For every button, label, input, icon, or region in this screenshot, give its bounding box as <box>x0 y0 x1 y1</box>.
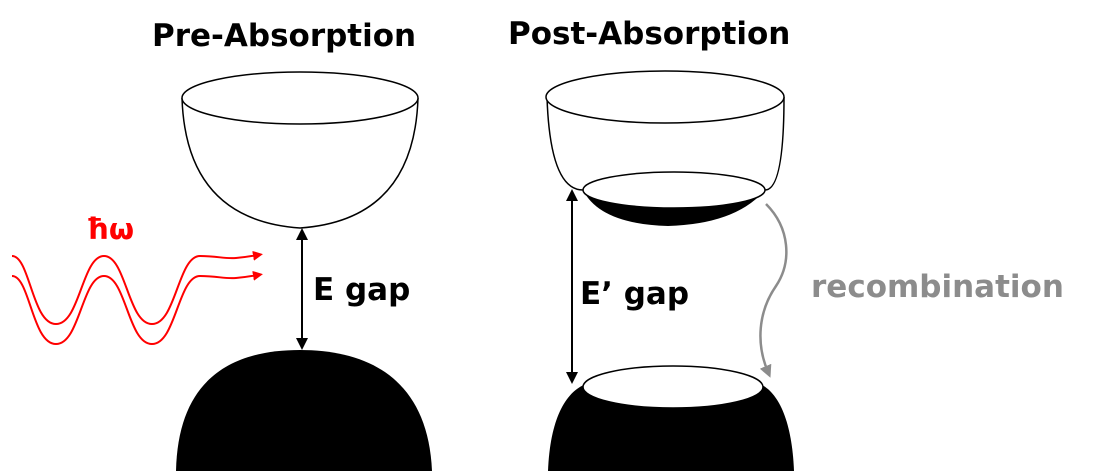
pre-gap-label: E gap <box>313 272 410 308</box>
photon-energy-label: ħω <box>86 212 134 246</box>
electron-fermi-surface <box>582 171 766 209</box>
photon-waves <box>11 250 263 346</box>
pre-valence-band <box>176 350 432 471</box>
pre-absorption-title: Pre-Absorption <box>152 18 416 54</box>
post-conduction-band <box>545 70 785 226</box>
post-gap-label: E’ gap <box>580 276 689 312</box>
post-valence-band <box>548 365 794 471</box>
recombination-arrow <box>759 203 788 378</box>
recombination-label: recombination <box>811 269 1064 305</box>
hole-fermi-surface <box>582 365 764 409</box>
post-absorption-title: Post-Absorption <box>508 16 790 52</box>
pre-conduction-band <box>181 71 419 229</box>
